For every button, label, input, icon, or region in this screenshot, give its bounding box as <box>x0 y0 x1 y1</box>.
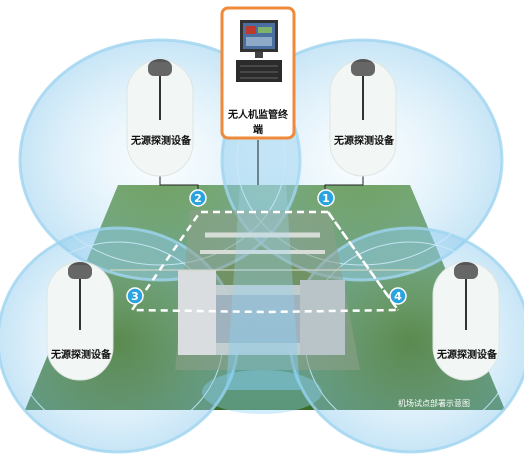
marker-1 <box>317 189 335 207</box>
detector-panel-bottom-right <box>432 261 500 381</box>
marker-2 <box>189 189 207 207</box>
marker-4-text: 4 <box>394 290 402 303</box>
detector-panel-top-right <box>329 59 397 177</box>
terminal-label: 无人机监管终端 <box>228 110 288 136</box>
detector-panel-bottom-left <box>46 261 114 381</box>
detector-label-bottom-left: 无源探测设备 <box>51 350 111 361</box>
markers <box>126 189 407 305</box>
central-beam <box>226 140 300 390</box>
detector-label-top-left: 无源探测设备 <box>131 136 191 147</box>
marker-3-text: 3 <box>131 290 139 303</box>
marker-2-text: 2 <box>194 192 202 205</box>
diagram-caption: 机场试点部署示意图 <box>398 399 470 408</box>
detector-panel-top-left <box>126 59 194 177</box>
marker-4 <box>389 287 407 305</box>
monitoring-terminal <box>220 6 296 140</box>
marker-3 <box>126 287 144 305</box>
detector-label-bottom-right: 无源探测设备 <box>437 350 497 361</box>
detector-label-top-right: 无源探测设备 <box>334 136 394 147</box>
marker-1-text: 1 <box>322 192 330 205</box>
